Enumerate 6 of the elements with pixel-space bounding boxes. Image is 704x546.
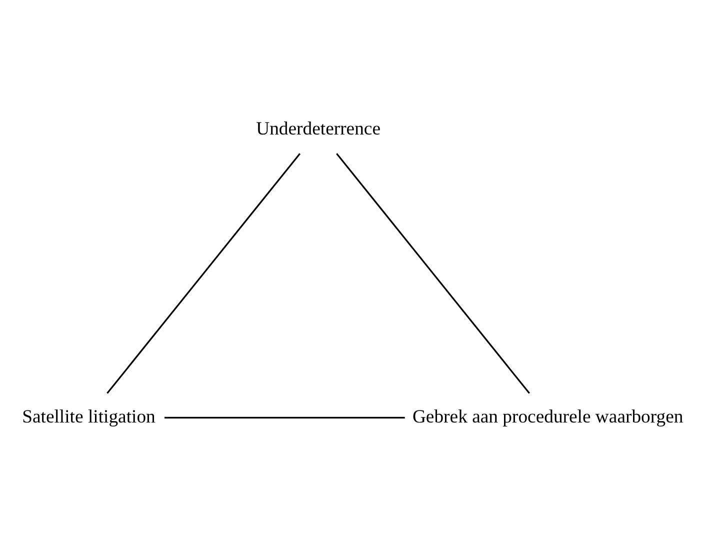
node-text: Satellite litigation bbox=[22, 406, 156, 428]
node-text: Underdeterrence bbox=[256, 118, 381, 139]
connector bbox=[106, 152, 301, 394]
node-text: Gebrek aan procedurele waarborgen bbox=[412, 406, 684, 428]
connector bbox=[164, 416, 405, 418]
connector bbox=[336, 152, 530, 394]
